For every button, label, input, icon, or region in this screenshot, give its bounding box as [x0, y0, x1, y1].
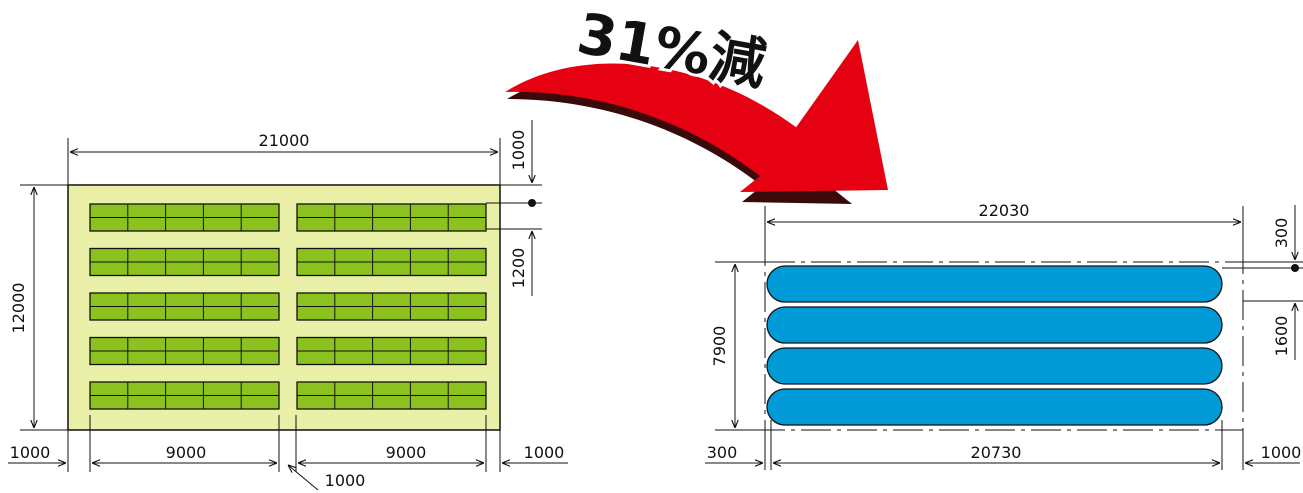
arrow-body	[505, 40, 888, 192]
right-bottom-right-margin-label: 1000	[1261, 443, 1302, 462]
left-row-pitch-label: 1200	[509, 248, 528, 289]
right-bottom-left-margin-label: 300	[707, 443, 738, 462]
right-top-margin-label: 300	[1272, 218, 1291, 249]
right-layout: 22030 7900 300 1600 300 20730 1000	[705, 201, 1303, 470]
left-center-gap-leader	[288, 465, 319, 491]
left-bottom-right-margin-label: 1000	[524, 443, 565, 462]
left-bed-grid	[89, 203, 487, 410]
left-height-label: 12000	[9, 283, 28, 334]
reference-dot	[528, 199, 536, 207]
right-top-width-label: 22030	[979, 201, 1030, 220]
left-layout: 21000 12000 1000 1200 1000 9000 9000 100…	[8, 120, 568, 491]
right-field-outline	[764, 261, 1244, 431]
left-block-b-label: 9000	[386, 443, 427, 462]
lane	[766, 306, 1223, 344]
lane	[766, 388, 1223, 426]
reference-dot	[1291, 264, 1299, 272]
left-block-a-label: 9000	[166, 443, 207, 462]
right-height-label: 7900	[710, 326, 729, 367]
lane	[766, 347, 1223, 385]
left-top-width-label: 21000	[259, 131, 310, 150]
right-lane-length-label: 20730	[971, 443, 1022, 462]
reduction-arrow	[505, 40, 888, 204]
left-top-margin-label: 1000	[509, 130, 528, 171]
right-lane-pitch-label: 1600	[1272, 316, 1291, 357]
right-lane-group	[766, 265, 1223, 426]
lane	[766, 265, 1223, 303]
left-bottom-left-margin-label: 1000	[10, 443, 51, 462]
left-center-gap-label: 1000	[325, 471, 366, 490]
